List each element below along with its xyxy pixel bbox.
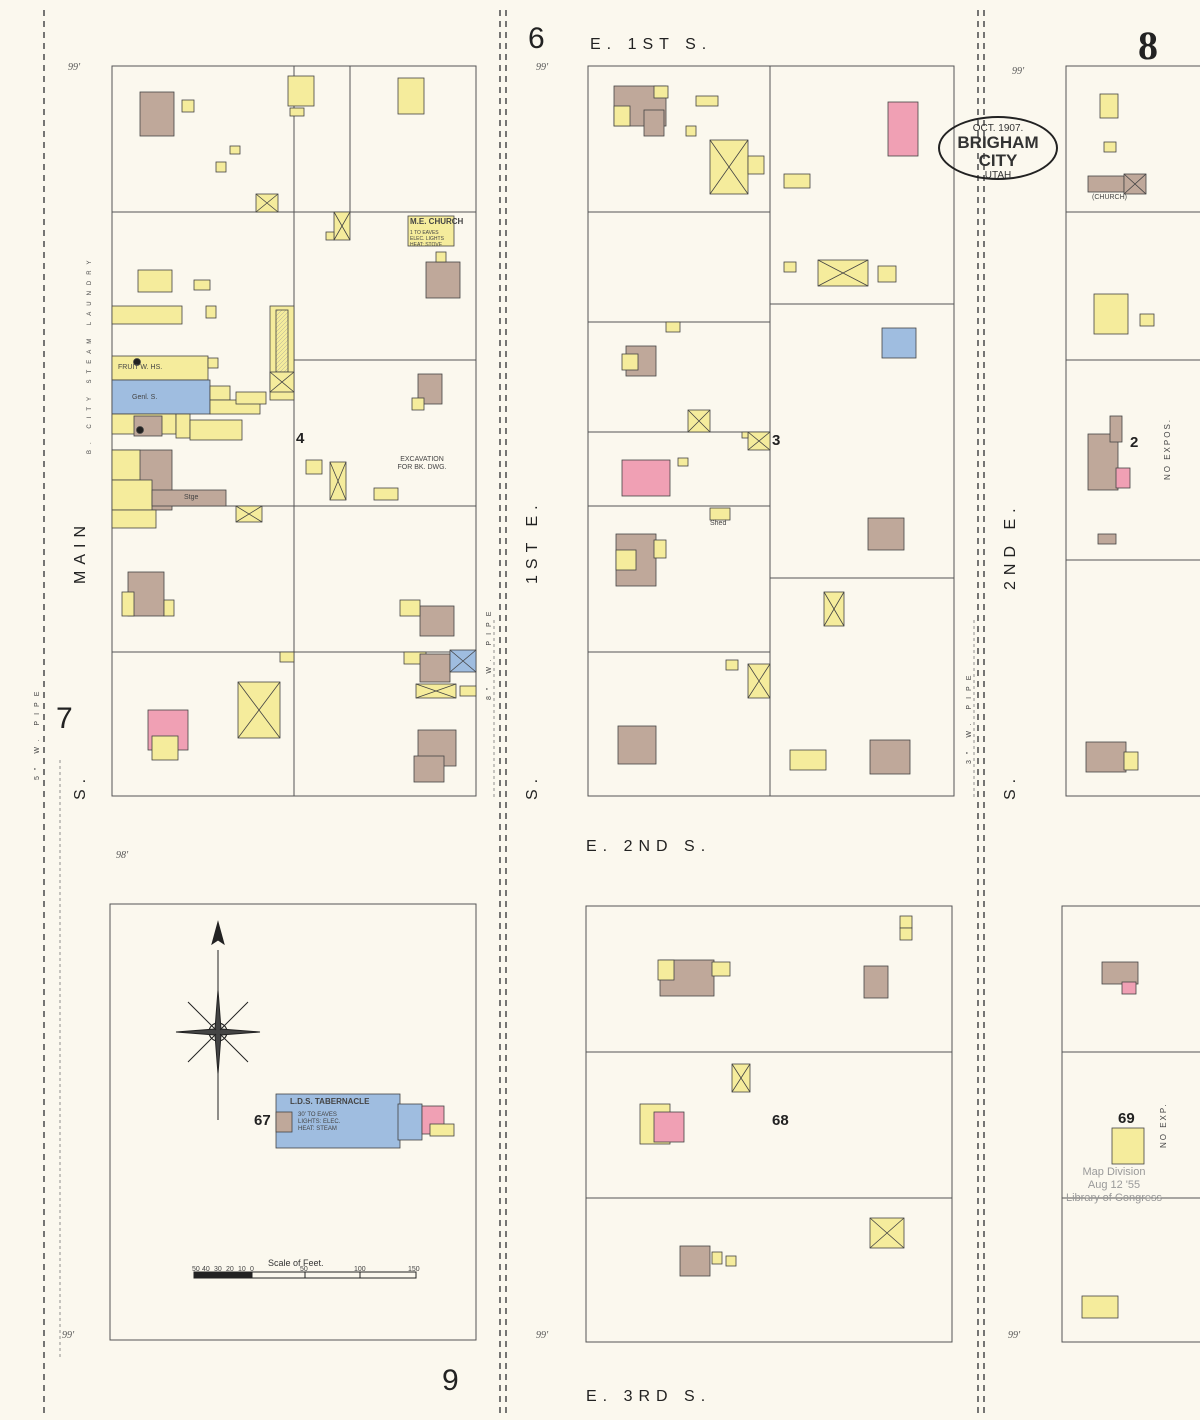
elevation-marker: 99' [536, 1330, 549, 1341]
adjacent-sheet-south: 9 [442, 1364, 459, 1397]
block-number-3: 3 [772, 432, 781, 449]
street-e-2nd-s: E. 2ND S. [586, 838, 712, 855]
block-number-4: 4 [296, 430, 305, 447]
street-e-1st-s: E. 1ST S. [590, 36, 713, 53]
excavation-label: EXCAVATION FOR BK. DWG. [397, 456, 447, 471]
tabernacle-label: L.D.S. TABERNACLE [290, 1097, 370, 1106]
street-2nd-e-s: S. [1002, 772, 1019, 800]
block-68-outline [585, 905, 953, 1343]
street-1st-e-s: S. [524, 772, 541, 800]
scale-bar [193, 1271, 417, 1279]
general-store-label: Genl. S. [132, 394, 158, 401]
map-date: OCT. 1907. [972, 123, 1024, 134]
block-2-outline [1061, 65, 1200, 1343]
street-main: MAIN [72, 520, 89, 584]
map-title-cartouche: OCT. 1907. BRIGHAM CITY UTAH [938, 116, 1058, 181]
block-2-buildings [1081, 93, 1155, 1319]
scale-tick: 150 [408, 1266, 420, 1273]
street-1st-e: 1ST E. [524, 499, 541, 584]
block-number-2: 2 [1130, 434, 1139, 451]
elevation-marker: 99' [536, 62, 549, 73]
sheet-borders [43, 10, 985, 1415]
elevation-marker: 99' [1012, 66, 1025, 77]
elevation-marker: 98' [116, 850, 129, 861]
scale-tick: 30 [214, 1266, 222, 1273]
elevation-marker: 99' [1008, 1330, 1021, 1341]
water-pipes [59, 620, 975, 1360]
no-expos-label: NO EXPOS. [1163, 417, 1172, 480]
library-stamp: Map Division Aug 12 '55 Library of Congr… [1066, 1166, 1162, 1205]
tabernacle-note: 30' TO EAVES LIGHTS: ELEC. HEAT: STEAM [298, 1112, 341, 1132]
block-68-buildings [639, 915, 913, 1277]
me-church-note: 1 TO EAVES ELEC. LIGHTS HEAT: STOVE [410, 230, 444, 248]
block-67 [109, 903, 477, 1341]
scale-tick: 50 [300, 1266, 308, 1273]
shed-label: Shed [710, 520, 727, 527]
block-number-69: 69 [1118, 1110, 1135, 1127]
block-3-buildings [613, 85, 919, 775]
scale-tick: 100 [354, 1266, 366, 1273]
tabernacle-building [275, 1093, 455, 1149]
adjacent-sheet-west: 7 [56, 702, 73, 735]
map-state: UTAH [984, 170, 1012, 181]
block-3-outline [587, 65, 955, 797]
map-city: BRIGHAM CITY [957, 133, 1039, 170]
scale-tick: 40 [202, 1266, 210, 1273]
elevation-marker: 99' [68, 62, 81, 73]
water-pipe-label-1st-e: 8" W. PIPE [486, 605, 493, 700]
sheet-page-number: 8 [1138, 23, 1158, 68]
no-exp-label: NO EXP. [1159, 1102, 1168, 1148]
adjacent-sheet-north: 6 [528, 22, 545, 55]
street-e-3rd-s: E. 3RD S. [586, 1388, 712, 1405]
steam-laundry-label: B. CITY STEAM LAUNDRY [87, 254, 93, 454]
church-label: (CHURCH) [1092, 194, 1127, 201]
street-2nd-e: 2ND E. [1002, 502, 1019, 590]
water-pipe-label-main: 5" W. PIPE [34, 685, 41, 780]
block-4-buildings [111, 75, 477, 783]
scale-tick: 0 [250, 1266, 254, 1273]
scale-tick: 20 [226, 1266, 234, 1273]
compass-rose [175, 920, 261, 1120]
fruit-warehouse-label: FRUIT W. HS. [118, 364, 163, 371]
street-main-s: S. [72, 772, 89, 800]
scale-title: Scale of Feet. [268, 1258, 324, 1268]
me-church-label: M.E. CHURCH [410, 217, 464, 226]
scale-tick: 50 [192, 1266, 200, 1273]
storage-label: Stge [184, 494, 199, 501]
scale-tick: 10 [238, 1266, 246, 1273]
elevation-marker: 99' [62, 1330, 75, 1341]
stamp-line: Map Division [1082, 1166, 1146, 1178]
block-number-67: 67 [254, 1112, 271, 1129]
water-pipe-label-2nd-e: 3" W. PIPE [966, 669, 973, 764]
stamp-line: Aug 12 '55 [1087, 1179, 1141, 1191]
block-number-68: 68 [772, 1112, 789, 1129]
stamp-line: Library of Congress [1066, 1192, 1162, 1204]
